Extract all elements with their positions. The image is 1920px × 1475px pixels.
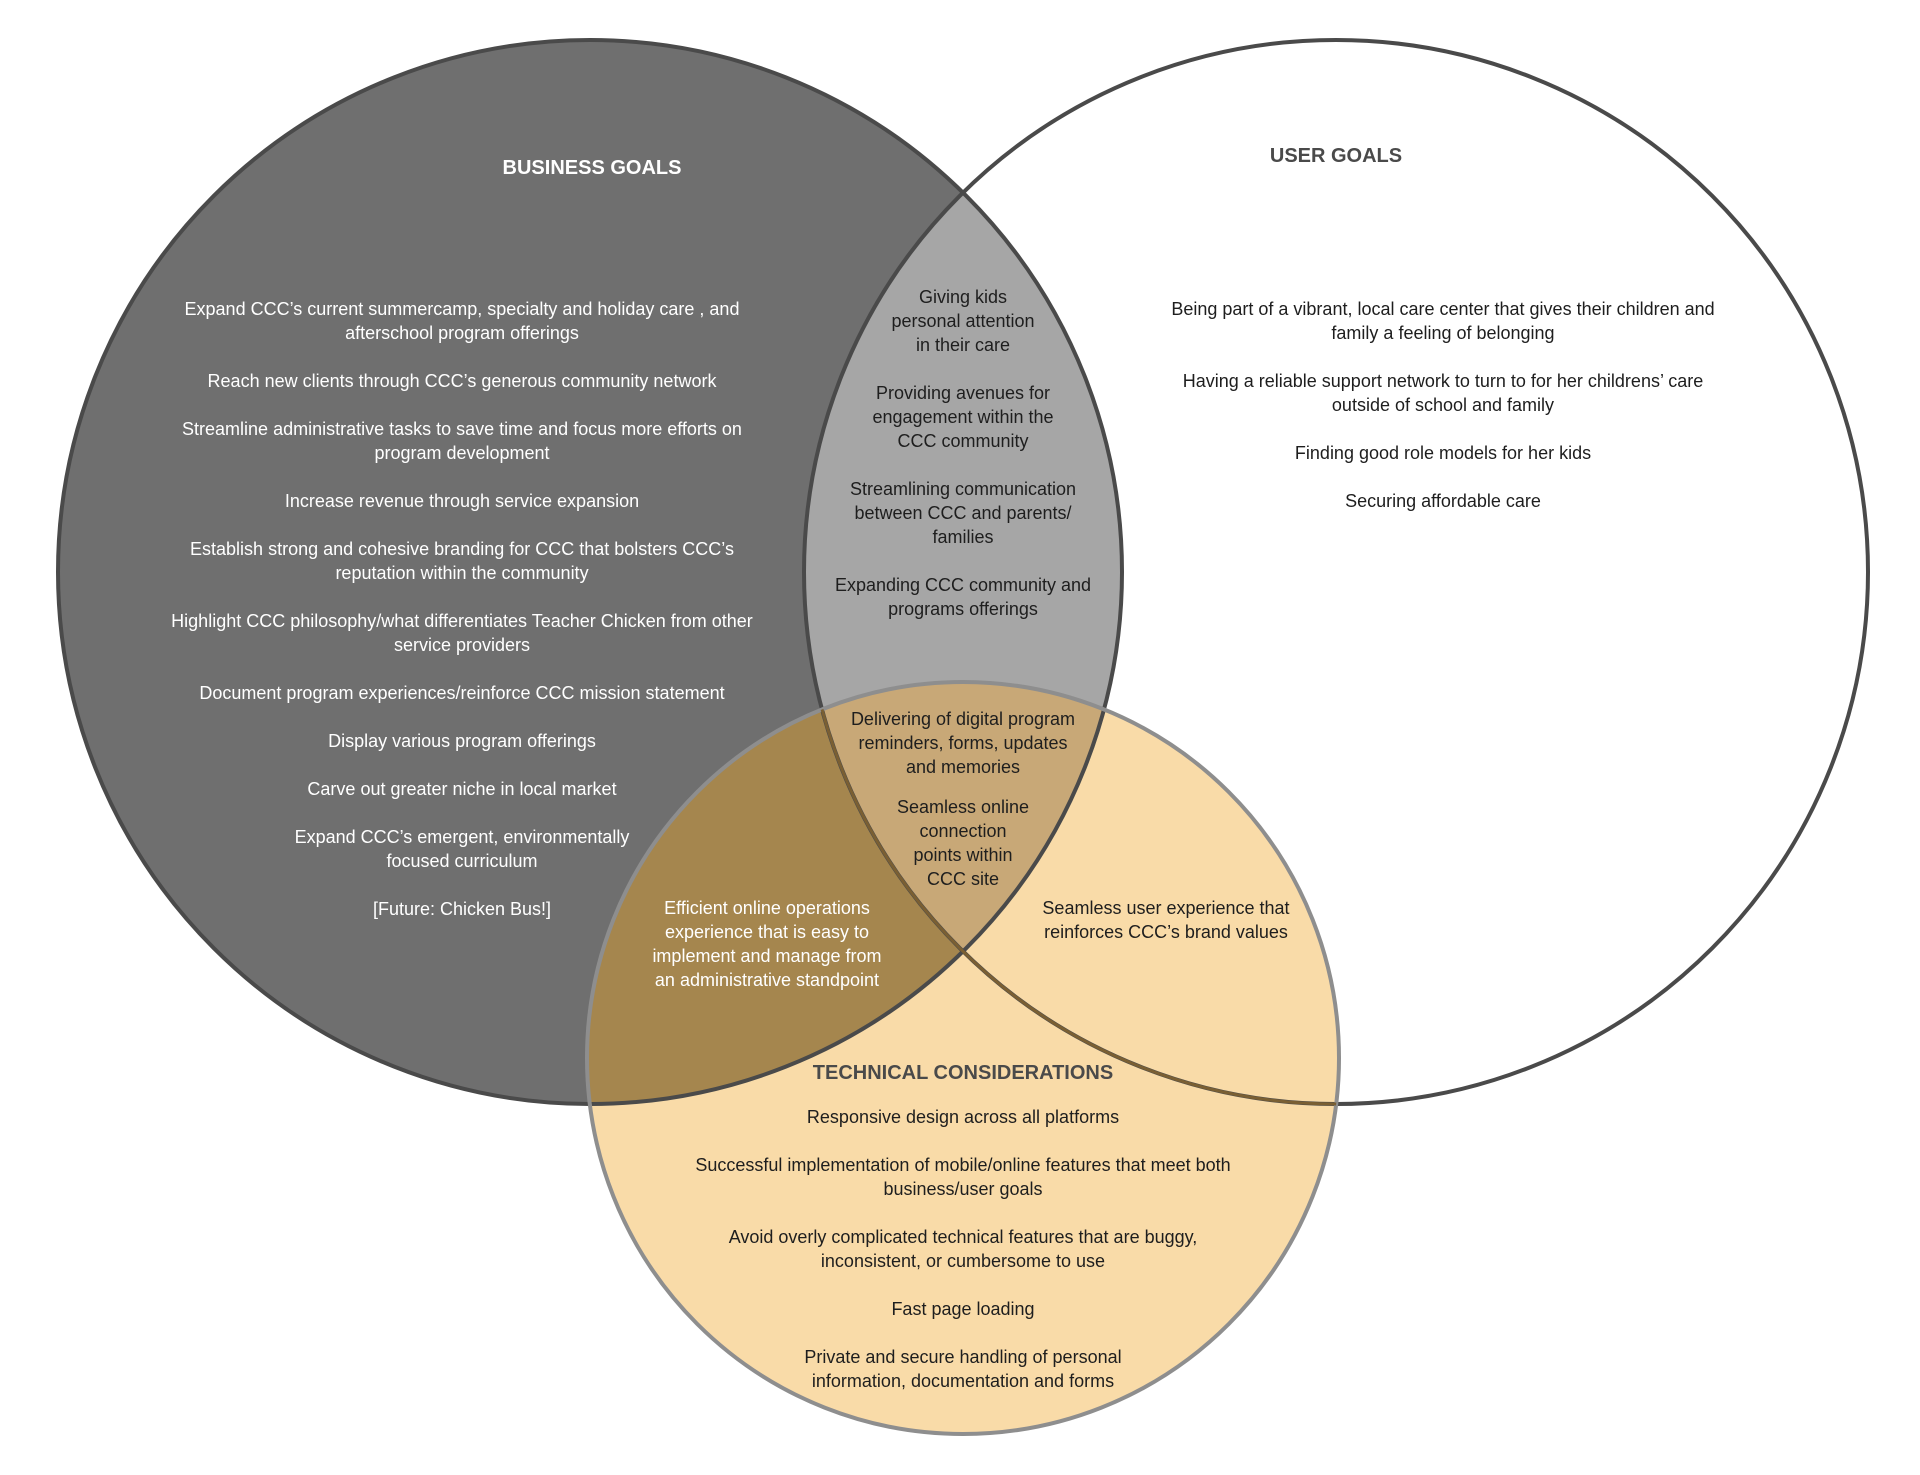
user-goal-item: Finding good role models for her kids: [1295, 443, 1591, 463]
business-user-shared-item-line: programs offerings: [888, 599, 1038, 619]
business-goal-item: [Future: Chicken Bus!]: [373, 899, 551, 919]
all-three-shared-item-line: Delivering of digital program: [851, 709, 1075, 729]
business-user-shared-item-line: Giving kids: [919, 287, 1007, 307]
business-user-shared-item: Giving kids personal attention in their ca…: [891, 287, 1034, 355]
business-user-shared-item: Streamlining communication between CCC an…: [850, 479, 1076, 547]
business-goal-item: Reach new clients through CCC’s generous…: [208, 371, 718, 391]
business-goal-item-line: afterschool program offerings: [345, 323, 579, 343]
business-user-shared-item-line: families: [932, 527, 993, 547]
business-user-shared-item-line: in their care: [916, 335, 1010, 355]
user-technical-shared-item: Seamless user experience that reinforces …: [1042, 898, 1289, 942]
user-technical-shared-list: Seamless user experience that reinforces …: [1042, 898, 1289, 942]
business-goal-item-line: Expand CCC’s emergent, environmentally: [295, 827, 630, 847]
business-technical-overlap-region: [587, 682, 1122, 1104]
user-goal-item: Having a reliable support network to tur…: [1183, 371, 1704, 415]
business-user-shared-item: Providing avenues for engagement within t…: [872, 383, 1053, 451]
business-goal-item-line: focused curriculum: [386, 851, 537, 871]
business-goal-item-line: Expand CCC’s current summercamp, special…: [185, 299, 740, 319]
business-technical-shared-item: Efficient online operations experience th…: [652, 898, 881, 990]
all-three-shared-item-line: reminders, forms, updates: [858, 733, 1067, 753]
user-goals-outline-inner-arc: [802, 682, 1339, 1106]
business-goal-item-line: Document program experiences/reinforce C…: [199, 683, 724, 703]
business-goal-item: Expand CCC’s current summercamp, special…: [185, 299, 740, 343]
business-technical-shared-list: Efficient online operations experience th…: [652, 898, 881, 990]
technical-considerations-heading: TECHNICAL CONSIDERATIONS: [813, 1062, 1113, 1084]
technical-consideration-item: Successful implementation of mobile/onli…: [695, 1155, 1230, 1199]
business-technical-shared-item-line: experience that is easy to: [665, 922, 869, 942]
business-goal-item-line: reputation within the community: [335, 563, 588, 583]
business-goal-item-line: Streamline administrative tasks to save …: [182, 419, 742, 439]
user-goal-item-line: family a feeling of belonging: [1331, 323, 1554, 343]
user-technical-shared-item-line: reinforces CCC’s brand values: [1044, 922, 1288, 942]
user-goal-item: Being part of a vibrant, local care cent…: [1171, 299, 1714, 343]
technical-consideration-item: Fast page loading: [891, 1299, 1034, 1319]
business-goal-item-line: Carve out greater niche in local market: [307, 779, 616, 799]
business-technical-shared-item-line: Efficient online operations: [664, 898, 870, 918]
user-goal-item-line: Being part of a vibrant, local care cent…: [1171, 299, 1714, 319]
user-goal-item-line: outside of school and family: [1332, 395, 1554, 415]
business-technical-shared-item-line: implement and manage from: [652, 946, 881, 966]
business-goal-item-line: service providers: [394, 635, 530, 655]
business-goal-item-line: Display various program offerings: [328, 731, 596, 751]
all-three-shared-item-line: connection: [919, 821, 1006, 841]
user-technical-shared-item-line: Seamless user experience that: [1042, 898, 1289, 918]
user-goals-heading: USER GOALS: [1270, 145, 1402, 167]
business-user-shared-item-line: engagement within the: [872, 407, 1053, 427]
business-goal-item: Streamline administrative tasks to save …: [182, 419, 742, 463]
technical-consideration-item: Avoid overly complicated technical featu…: [729, 1227, 1198, 1271]
business-goal-item-line: Reach new clients through CCC’s generous…: [208, 371, 718, 391]
technical-consideration-item-line: Responsive design across all platforms: [807, 1107, 1119, 1127]
all-three-shared-item-line: points within: [913, 845, 1012, 865]
all-three-shared-item-line: CCC site: [927, 869, 999, 889]
business-technical-shared-item-line: an administrative standpoint: [655, 970, 879, 990]
technical-consideration-item-line: Successful implementation of mobile/onli…: [695, 1155, 1230, 1175]
business-user-shared-item-line: personal attention: [891, 311, 1034, 331]
user-goal-item: Securing affordable care: [1345, 491, 1541, 511]
all-three-shared-item-line: Seamless online: [897, 797, 1029, 817]
technical-consideration-item-line: business/user goals: [883, 1179, 1042, 1199]
technical-consideration-item-line: Fast page loading: [891, 1299, 1034, 1319]
business-goal-item: Carve out greater niche in local market: [307, 779, 616, 799]
technical-consideration-item-line: Avoid overly complicated technical featu…: [729, 1227, 1198, 1247]
business-goal-item: Document program experiences/reinforce C…: [199, 683, 724, 703]
technical-consideration-item: Responsive design across all platforms: [807, 1107, 1119, 1127]
business-user-shared-item: Expanding CCC community and programs offe…: [835, 575, 1091, 619]
business-user-shared-item-line: CCC community: [897, 431, 1028, 451]
business-goal-item-line: Highlight CCC philosophy/what differenti…: [171, 611, 753, 631]
business-goal-item-line: Establish strong and cohesive branding f…: [190, 539, 734, 559]
technical-consideration-item-line: information, documentation and forms: [812, 1371, 1114, 1391]
all-three-shared-item: Delivering of digital program reminders, …: [851, 709, 1075, 777]
technical-consideration-item-line: Private and secure handling of personal: [804, 1347, 1121, 1367]
business-user-shared-item-line: between CCC and parents/: [854, 503, 1071, 523]
business-goal-item: Highlight CCC philosophy/what differenti…: [171, 611, 753, 655]
user-goal-item-line: Having a reliable support network to tur…: [1183, 371, 1704, 391]
technical-consideration-item-line: inconsistent, or cumbersome to use: [821, 1251, 1105, 1271]
business-goal-item: Expand CCC’s emergent, environmentally fo…: [295, 827, 630, 871]
all-three-shared-list: Delivering of digital program reminders, …: [851, 709, 1075, 889]
business-goal-item-line: Increase revenue through service expansi…: [285, 491, 639, 511]
business-goals-list: Expand CCC’s current summercamp, special…: [171, 299, 753, 919]
business-user-shared-item-line: Streamlining communication: [850, 479, 1076, 499]
all-three-shared-item-line: and memories: [906, 757, 1020, 777]
business-goal-item: Establish strong and cohesive branding f…: [190, 539, 734, 583]
technical-considerations-outline: [585, 680, 1341, 1436]
technical-considerations-list: Responsive design across all platformsSu…: [695, 1107, 1230, 1391]
user-goal-item-line: Securing affordable care: [1345, 491, 1541, 511]
business-goal-item-line: program development: [374, 443, 549, 463]
technical-consideration-item: Private and secure handling of personal i…: [804, 1347, 1121, 1391]
business-goal-item: Display various program offerings: [328, 731, 596, 751]
business-user-shared-item-line: Providing avenues for: [876, 383, 1050, 403]
business-goal-item-line: [Future: Chicken Bus!]: [373, 899, 551, 919]
business-goals-heading: BUSINESS GOALS: [503, 157, 682, 179]
business-goal-item: Increase revenue through service expansi…: [285, 491, 639, 511]
business-user-shared-item-line: Expanding CCC community and: [835, 575, 1091, 595]
user-goal-item-line: Finding good role models for her kids: [1295, 443, 1591, 463]
user-goals-list: Being part of a vibrant, local care cent…: [1171, 299, 1714, 511]
business-user-shared-list: Giving kids personal attention in their ca…: [835, 287, 1091, 619]
